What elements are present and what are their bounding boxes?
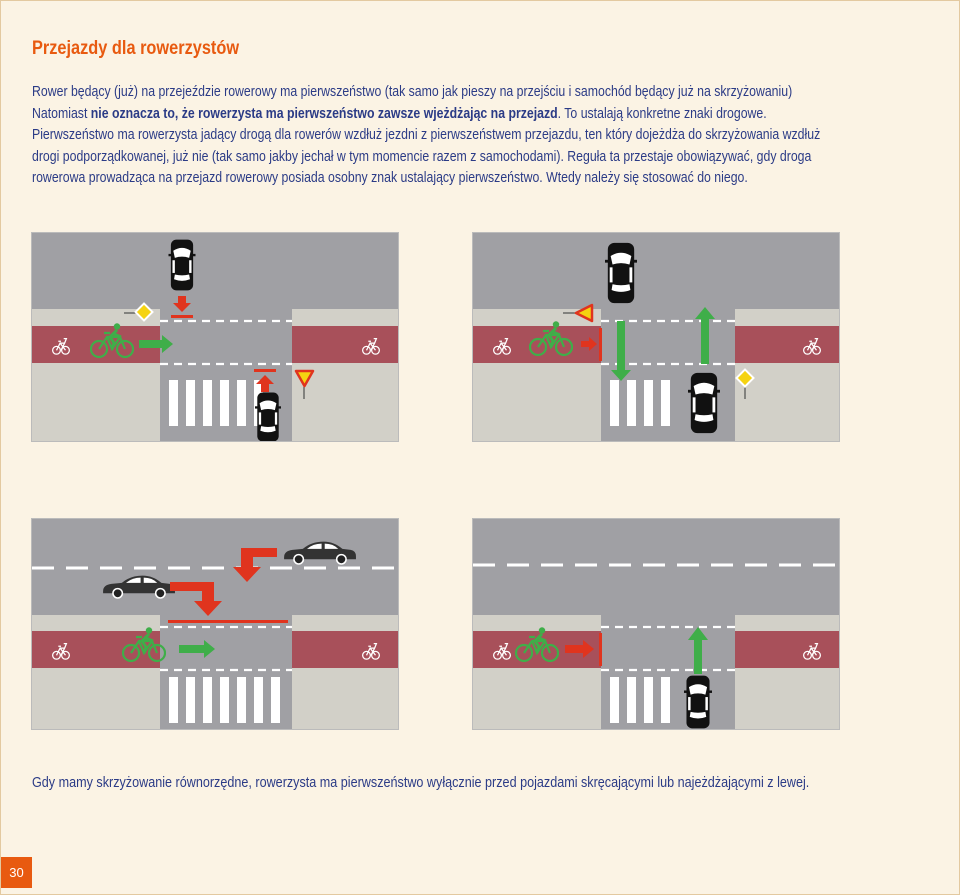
diagram-top-right bbox=[472, 232, 840, 442]
page-number: 30 bbox=[1, 857, 32, 888]
car-icon bbox=[605, 242, 637, 304]
intro-text-1: Rower będący (już) na przejeździe rowero… bbox=[32, 83, 793, 122]
car-icon bbox=[684, 675, 712, 729]
intro-text-bold: nie oznacza to, że rowerzysta ma pierwsz… bbox=[90, 104, 558, 122]
arrow-red-turn-right-icon bbox=[170, 582, 222, 616]
arrow-green-down-icon bbox=[611, 321, 631, 381]
arrow-red-turn-left-icon bbox=[233, 548, 277, 582]
diagram-bottom-left bbox=[31, 518, 399, 730]
give-way-sign-icon bbox=[574, 303, 594, 323]
arrow-green-right-icon bbox=[139, 335, 173, 353]
arrow-green-up-icon bbox=[695, 307, 715, 364]
arrow-green-right-icon bbox=[179, 640, 215, 658]
intro-text-2: . To ustalają konkretne znaki drogowe. P… bbox=[32, 104, 821, 187]
arrow-green-up-icon bbox=[688, 627, 708, 674]
intro-paragraph: Rower będący (już) na przejeździe rowero… bbox=[32, 81, 836, 189]
car-icon bbox=[255, 392, 281, 441]
priority-road-sign-icon bbox=[735, 368, 755, 388]
car-icon bbox=[688, 372, 720, 434]
diagram-top-left bbox=[31, 232, 399, 442]
arrow-red-right-icon bbox=[565, 640, 594, 658]
give-way-sign-icon bbox=[294, 369, 315, 388]
diagram-bottom-right bbox=[472, 518, 840, 730]
arrow-red-down-icon bbox=[173, 296, 191, 312]
arrow-red-up-icon bbox=[256, 375, 274, 392]
page-title: Przejazdy dla rowerzystów bbox=[32, 38, 240, 59]
arrow-red-right-icon bbox=[581, 337, 597, 351]
caption: Gdy mamy skrzyżowanie równorzędne, rower… bbox=[32, 774, 810, 791]
car-icon bbox=[168, 239, 196, 291]
priority-road-sign-icon bbox=[134, 302, 154, 322]
